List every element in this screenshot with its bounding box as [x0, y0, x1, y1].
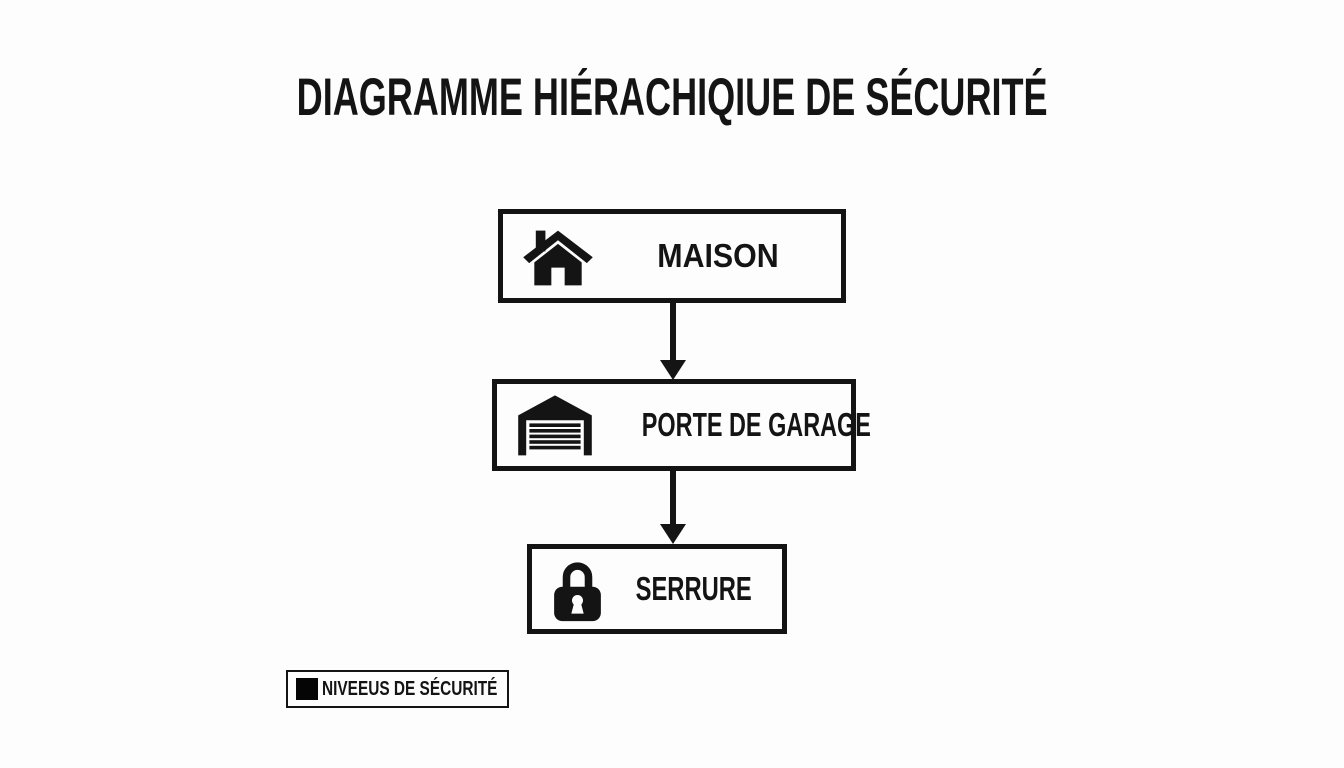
arrow-line: [670, 302, 676, 361]
garage-door-icon: [518, 395, 592, 456]
node-porte-de-garage-label: PORTE DE GARAGE: [641, 406, 871, 443]
legend: NIVEEUS DE SÉCURITÉ: [286, 670, 509, 708]
node-serrure: SERRURE: [527, 544, 787, 634]
page-title-text: DIAGRAMME HIÉRACHIQIUE DE SÉCURITÉ: [296, 68, 1048, 127]
node-porte-de-garage: PORTE DE GARAGE: [492, 379, 871, 471]
legend-label: NIVEEUS DE SÉCURITÉ: [322, 678, 550, 701]
node-label: MAISON: [595, 237, 841, 275]
node-label: SERRURE: [605, 570, 782, 608]
legend-label-text: NIVEEUS DE SÉCURITÉ: [322, 677, 498, 700]
node-serrure-label: SERRURE: [635, 570, 752, 607]
node-label: PORTE DE GARAGE: [595, 406, 918, 444]
node-maison: MAISON: [498, 209, 846, 303]
arrow-head-icon: [660, 524, 686, 544]
house-icon: [523, 230, 593, 285]
arrow-line: [670, 469, 676, 526]
node-maison-label: MAISON: [657, 237, 779, 274]
page-title: DIAGRAMME HIÉRACHIQIUE DE SÉCURITÉ: [0, 70, 1344, 126]
legend-swatch-black-square: [296, 678, 318, 700]
arrow-head-icon: [660, 360, 686, 380]
padlock-icon: [554, 561, 601, 621]
